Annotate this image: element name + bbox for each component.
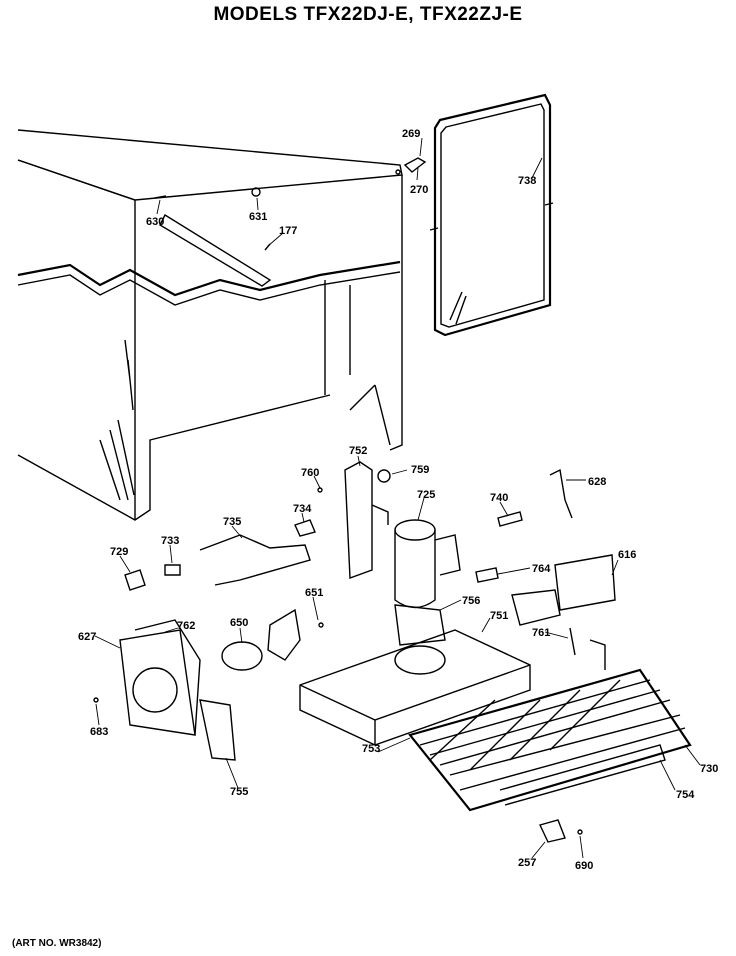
base-pan-drawing [299, 604, 531, 746]
part-label-754: 754 [676, 789, 695, 801]
part-label-627: 627 [78, 631, 96, 643]
part-label-729: 729 [110, 546, 128, 558]
part-label-616: 616 [618, 549, 636, 561]
part-label-753: 753 [362, 743, 380, 755]
part-label-269: 269 [402, 128, 420, 140]
part-label-631: 631 [249, 211, 267, 223]
part-label-756: 756 [462, 595, 480, 607]
part-label-735: 735 [223, 516, 241, 528]
part-label-762: 762 [177, 620, 195, 632]
compressor-drawing [344, 461, 461, 609]
part-label-651: 651 [305, 587, 323, 599]
part-label-257: 257 [518, 857, 536, 869]
small-parts-drawing [93, 468, 616, 843]
part-label-690: 690 [575, 860, 593, 872]
art-number: (ART NO. WR3842) [12, 938, 102, 949]
part-label-725: 725 [417, 489, 435, 501]
part-label-752: 752 [349, 445, 367, 457]
part-label-730: 730 [700, 763, 718, 775]
leader-lines [94, 137, 701, 859]
part-label-760: 760 [301, 467, 319, 479]
part-label-630: 630 [146, 216, 164, 228]
fan-housing-drawing [119, 519, 316, 761]
part-label-177: 177 [279, 225, 297, 237]
part-label-755: 755 [230, 786, 248, 798]
part-label-683: 683 [90, 726, 108, 738]
part-label-759: 759 [411, 464, 429, 476]
part-label-734: 734 [293, 503, 312, 515]
part-label-738: 738 [518, 175, 536, 187]
door-gasket-drawing [429, 93, 554, 337]
part-label-751: 751 [490, 610, 508, 622]
part-label-628: 628 [588, 476, 606, 488]
part-label-761: 761 [532, 627, 550, 639]
part-label-764: 764 [532, 563, 551, 575]
diagram-title: MODELS TFX22DJ-E, TFX22ZJ-E [213, 4, 523, 25]
part-label-740: 740 [490, 492, 508, 504]
part-label-733: 733 [161, 535, 179, 547]
condenser-coil-drawing [408, 639, 692, 812]
part-label-650: 650 [230, 617, 248, 629]
part-labels: 269 270 738 630 631 177 752 760 759 725 … [78, 128, 718, 872]
part-label-270: 270 [410, 184, 428, 196]
cabinet-drawing [17, 129, 427, 521]
